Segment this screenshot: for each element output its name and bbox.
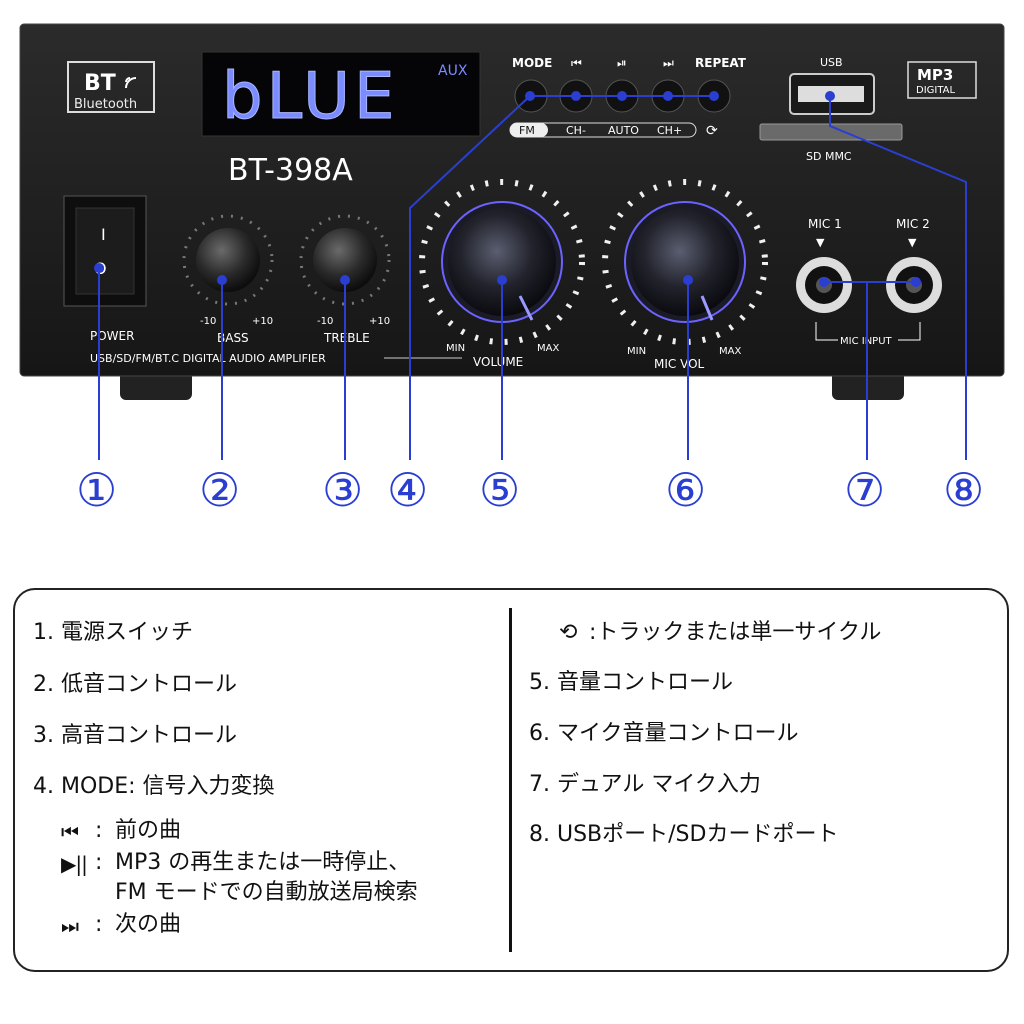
mic-volume-knob[interactable] — [602, 179, 768, 345]
svg-text:CH+: CH+ — [657, 124, 682, 137]
svg-text:Bluetooth: Bluetooth — [74, 97, 137, 112]
legend-divider — [509, 608, 512, 952]
next-icon: ⏭ — [61, 914, 79, 938]
legend-prev-text: 前の曲 — [115, 818, 182, 843]
usb-sd-ports: USB SD MMC — [759, 56, 903, 163]
svg-text:BT: BT — [84, 71, 116, 96]
svg-text:CH-: CH- — [566, 124, 586, 137]
svg-text:+10: +10 — [252, 316, 273, 327]
svg-text:DIGITAL: DIGITAL — [916, 85, 956, 96]
svg-text:MODE: MODE — [512, 56, 552, 70]
svg-text:MIN: MIN — [627, 346, 646, 357]
callout-numbers: ① ② ③ ④ ⑤ ⑥ ⑦ ⑧ — [76, 463, 984, 517]
legend-play-text-1: MP3 の再生または一時停止、 — [115, 850, 411, 875]
svg-text:⏯: ⏯ — [617, 56, 627, 70]
svg-text:MAX: MAX — [537, 343, 559, 354]
legend-item-2: 2. 低音コントロール — [33, 672, 237, 697]
svg-text:MIC 2: MIC 2 — [896, 217, 930, 231]
svg-text:MAX: MAX — [719, 346, 741, 357]
foot-left — [120, 370, 192, 400]
svg-text:REPEAT: REPEAT — [695, 56, 747, 70]
callout-3: ③ — [322, 463, 363, 517]
power-label: POWER — [90, 329, 134, 343]
callout-4: ④ — [387, 463, 428, 517]
callout-8: ⑧ — [943, 463, 984, 517]
volume-label: VOLUME — [473, 355, 523, 369]
tagline: USB/SD/FM/BT.C DIGITAL AUDIO AMPLIFIER — [90, 352, 326, 365]
svg-text:+10: +10 — [369, 316, 390, 327]
svg-text:⏭: ⏭ — [663, 56, 674, 70]
bluetooth-logo: BT Bluetooth — [67, 61, 155, 113]
legend-item-8: 8. USBポート/SDカードポート — [529, 822, 839, 847]
treble-label: TREBLE — [323, 331, 370, 345]
cycle-icon: ⟲ — [559, 620, 577, 645]
svg-text:⏮: ⏮ — [571, 56, 582, 70]
svg-text:-10: -10 — [317, 316, 333, 327]
bass-knob[interactable] — [182, 214, 274, 306]
prev-icon: ⏮ — [61, 820, 79, 844]
amplifier-diagram: BT Bluetooth bLUE AUX BT-398A MODE ⏮ ⏯ ⏭… — [19, 23, 1005, 517]
legend-item-3: 3. 高音コントロール — [33, 723, 237, 748]
svg-text:MP3: MP3 — [917, 66, 953, 84]
treble-knob[interactable] — [299, 214, 391, 306]
legend-item-7: 7. デュアル マイク入力 — [529, 772, 761, 797]
bass-label: BASS — [217, 331, 249, 345]
svg-text:AUTO: AUTO — [608, 124, 639, 137]
callout-1: ① — [76, 463, 117, 517]
legend-next-text: 次の曲 — [115, 912, 182, 937]
legend-item-5: 5. 音量コントロール — [529, 670, 733, 695]
display-text: bLUE — [222, 60, 398, 134]
legend-item-6: 6. マイク音量コントロール — [529, 721, 799, 746]
svg-text:MIC 1: MIC 1 — [808, 217, 842, 231]
callout-2: ② — [199, 463, 240, 517]
svg-text:⟳: ⟳ — [706, 123, 718, 139]
power-switch[interactable]: I O — [63, 195, 147, 307]
callout-6: ⑥ — [665, 463, 706, 517]
svg-text:▼: ▼ — [908, 236, 917, 249]
legend-box: 1. 電源スイッチ 2. 低音コントロール 3. 高音コントロール 4. MOD… — [13, 588, 1009, 972]
legend-cycle-text: :トラックまたは単一サイクル — [589, 620, 882, 645]
svg-text:MIN: MIN — [446, 343, 465, 354]
callout-5: ⑤ — [479, 463, 520, 517]
legend-item-1: 1. 電源スイッチ — [33, 620, 193, 645]
svg-text:-10: -10 — [200, 316, 216, 327]
play-pause-icon: ▶|| — [61, 852, 88, 876]
callout-lines — [94, 91, 967, 460]
callout-7: ⑦ — [844, 463, 885, 517]
volume-knob[interactable] — [419, 179, 585, 345]
legend-item-4: 4. MODE: 信号入力変換 — [33, 774, 275, 799]
mp3-logo: MP3 DIGITAL — [907, 61, 977, 99]
display-aux: AUX — [438, 63, 468, 79]
legend-play-text-2: FM モードでの自動放送局検索 — [115, 880, 418, 905]
mic-vol-label: MIC VOL — [654, 357, 705, 371]
svg-text:I: I — [101, 225, 106, 244]
svg-text:USB: USB — [820, 56, 843, 69]
svg-text:▼: ▼ — [816, 236, 825, 249]
model-name: BT-398A — [228, 153, 353, 188]
svg-text:FM: FM — [519, 124, 535, 137]
led-display: bLUE AUX — [201, 51, 481, 137]
svg-text:SD MMC: SD MMC — [806, 150, 852, 163]
